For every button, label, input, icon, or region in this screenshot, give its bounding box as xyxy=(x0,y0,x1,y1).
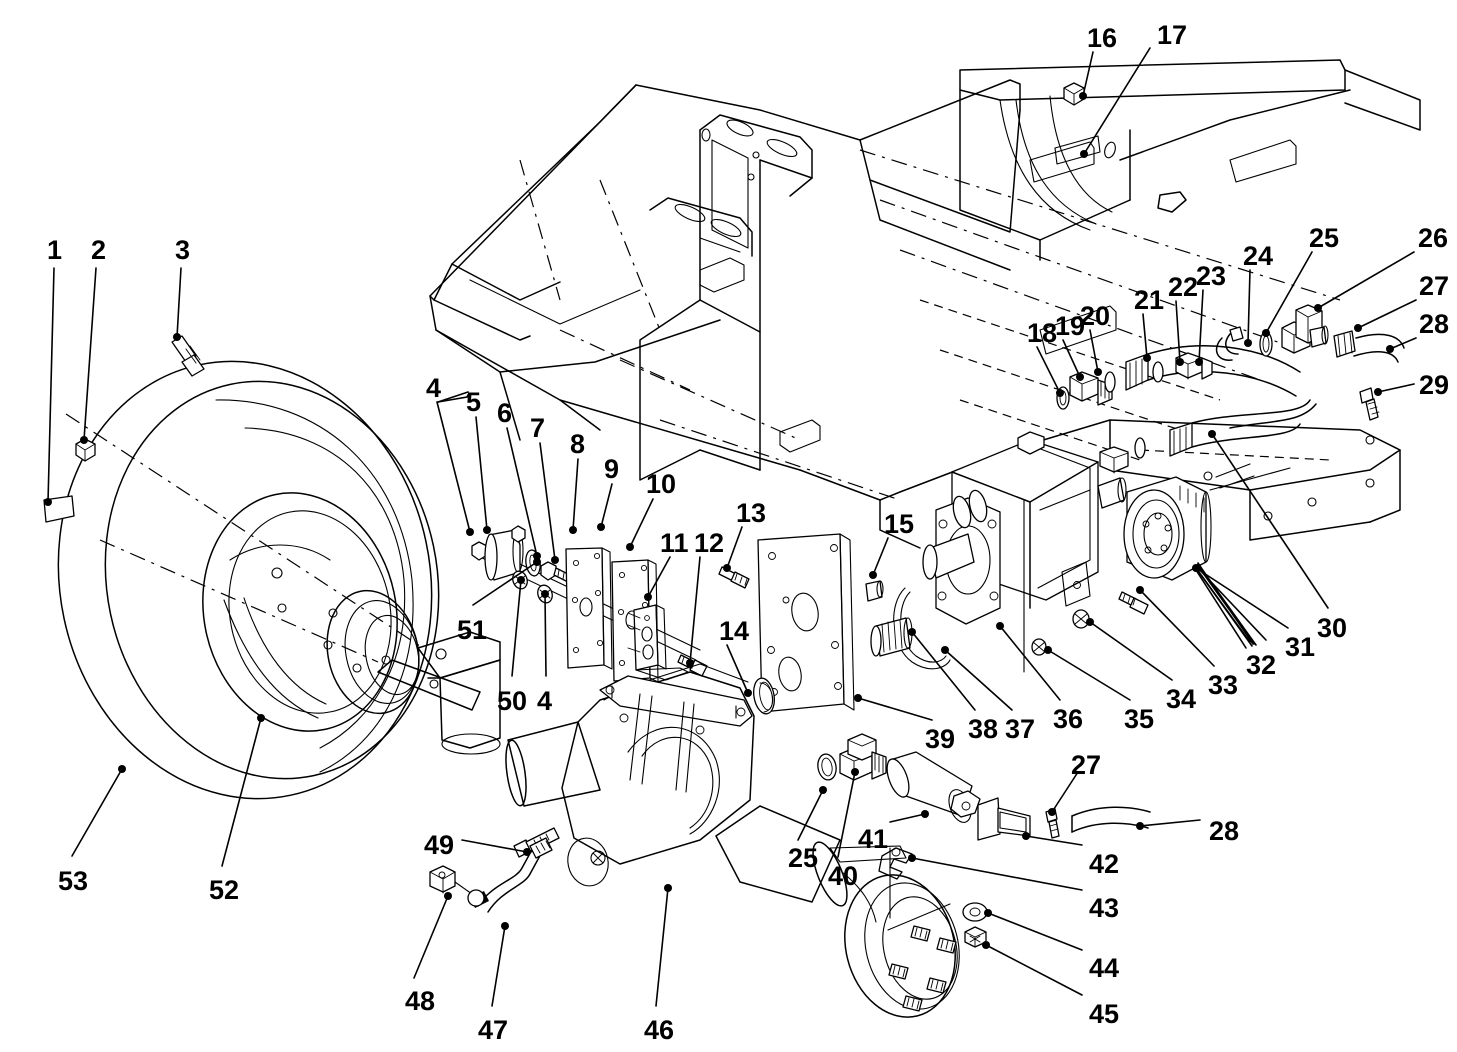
callout-25: 25 xyxy=(1309,223,1340,253)
callout-30: 30 xyxy=(1317,613,1348,643)
valve-assembly xyxy=(817,733,1151,948)
callout-21: 21 xyxy=(1134,285,1165,315)
oil-filter xyxy=(1123,476,1212,581)
callout-31: 31 xyxy=(1285,632,1316,662)
callout-13: 13 xyxy=(736,498,767,528)
callout-3: 3 xyxy=(175,235,191,265)
axle-housing xyxy=(429,663,848,913)
callout-53: 53 xyxy=(58,866,89,896)
callout-20: 20 xyxy=(1080,301,1111,331)
callout-9: 9 xyxy=(604,454,620,484)
callout-44: 44 xyxy=(1089,953,1120,983)
pump-mounting-hardware xyxy=(1031,463,1255,656)
callout-33: 33 xyxy=(1208,670,1239,700)
callout-37: 37 xyxy=(1005,714,1036,744)
callout-36: 36 xyxy=(1053,704,1084,734)
brake-drum xyxy=(829,845,960,1018)
callout-17: 17 xyxy=(1157,20,1188,50)
callout-11: 11 xyxy=(660,528,689,558)
callout-42: 42 xyxy=(1089,849,1120,879)
callout-1: 1 xyxy=(47,235,63,265)
callout-19: 19 xyxy=(1055,311,1086,341)
callout-14: 14 xyxy=(719,616,750,646)
callout-40: 40 xyxy=(828,861,859,891)
callout-47: 47 xyxy=(478,1015,509,1045)
callout-7: 7 xyxy=(530,413,546,443)
chassis-frame xyxy=(429,59,1421,549)
callout-4-lower: 4 xyxy=(537,686,553,716)
callout-34: 34 xyxy=(1166,684,1197,714)
valve-stem-part-3 xyxy=(171,335,205,377)
callout-39: 39 xyxy=(925,724,956,754)
callout-27: 27 xyxy=(1419,271,1450,301)
callout-5: 5 xyxy=(466,387,482,417)
callout-45: 45 xyxy=(1089,999,1120,1029)
callout-52: 52 xyxy=(209,875,240,905)
mounting-plate xyxy=(753,533,951,715)
callout-27-lower: 27 xyxy=(1071,750,1102,780)
callout-22: 22 xyxy=(1168,272,1199,302)
leader-lines xyxy=(44,47,1417,1007)
callout-26: 26 xyxy=(1418,223,1449,253)
callout-6: 6 xyxy=(497,398,513,428)
callout-29: 29 xyxy=(1419,370,1450,400)
callout-8: 8 xyxy=(570,429,586,459)
callout-35: 35 xyxy=(1124,704,1155,734)
callout-32: 32 xyxy=(1246,650,1277,680)
callout-50: 50 xyxy=(497,686,528,716)
callout-12: 12 xyxy=(694,528,725,558)
callout-51: 51 xyxy=(457,615,488,645)
hydraulic-fittings-row xyxy=(1056,304,1405,474)
callout-2: 2 xyxy=(91,235,107,265)
callout-16: 16 xyxy=(1087,23,1118,53)
callout-41: 41 xyxy=(858,824,889,854)
spindle-hardware-row xyxy=(471,525,750,683)
hydraulic-pump xyxy=(922,431,1127,673)
callout-43: 43 xyxy=(1089,893,1120,923)
callout-46: 46 xyxy=(644,1015,675,1045)
callout-28: 28 xyxy=(1419,309,1450,339)
callout-18: 18 xyxy=(1027,318,1058,348)
callout-15: 15 xyxy=(884,509,915,539)
callout-49: 49 xyxy=(424,830,455,860)
callout-25-lower: 25 xyxy=(788,843,819,873)
callout-23: 23 xyxy=(1196,261,1227,291)
callout-28-lower: 28 xyxy=(1209,816,1240,846)
callout-10: 10 xyxy=(646,469,677,499)
callout-4: 4 xyxy=(426,373,442,403)
callout-24: 24 xyxy=(1243,241,1274,271)
callout-38: 38 xyxy=(968,714,999,744)
callout-48: 48 xyxy=(405,986,436,1016)
